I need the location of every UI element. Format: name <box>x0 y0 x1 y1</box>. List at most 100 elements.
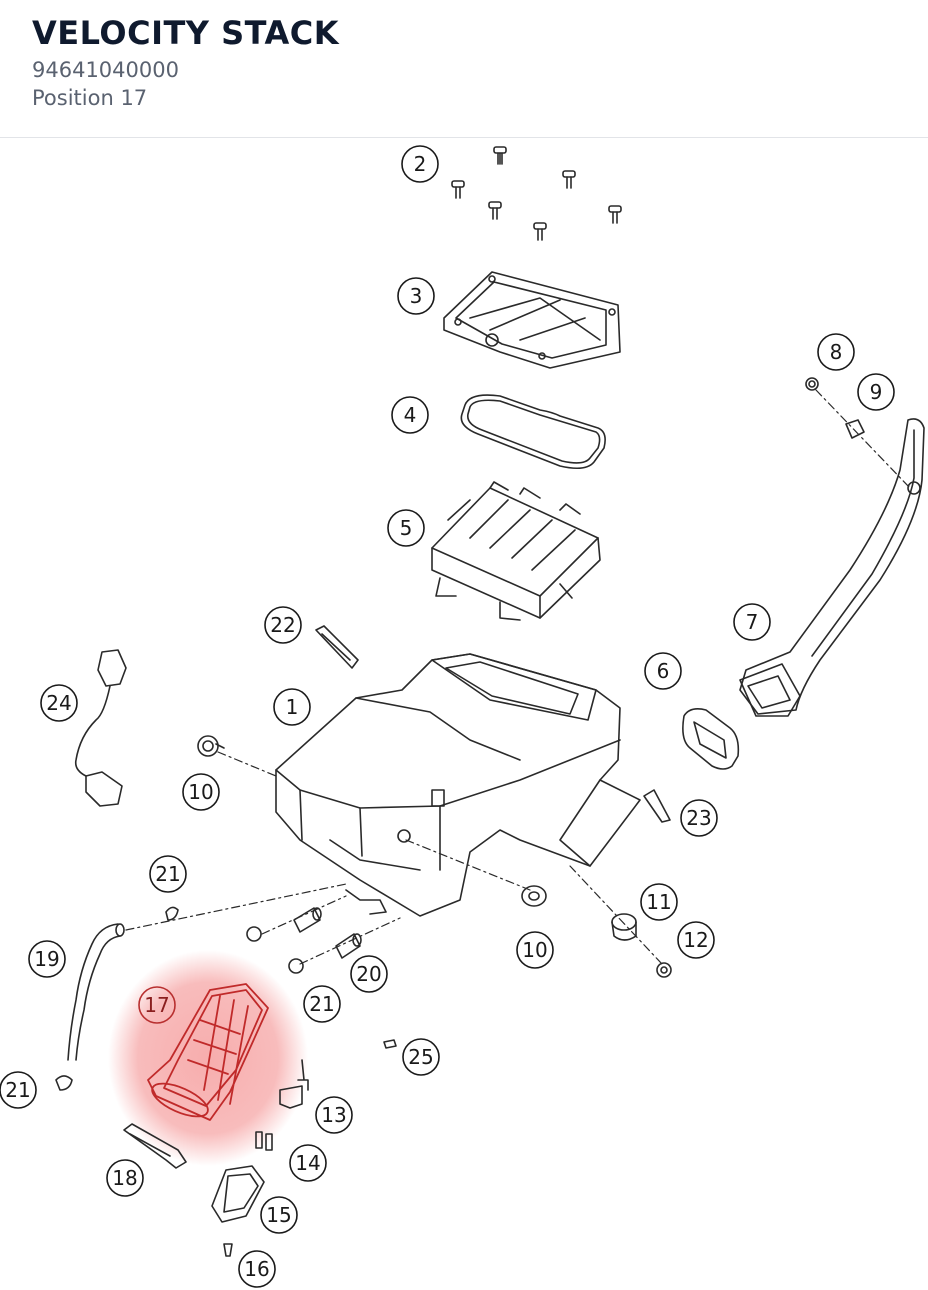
callout-circle <box>260 1196 298 1234</box>
callout-washer[interactable]: 12 <box>677 921 715 959</box>
callout-label: 18 <box>112 1166 137 1190</box>
callout-circle <box>350 955 388 993</box>
callout-circle <box>640 883 678 921</box>
callout-circle <box>817 333 855 371</box>
callout-breather-hose[interactable]: 19 <box>28 940 66 978</box>
callout-cover-15[interactable]: 15 <box>260 1196 298 1234</box>
callout-label: 6 <box>657 659 670 683</box>
callout-circle <box>401 145 439 183</box>
callout-velocity-stack[interactable]: 17 <box>138 986 176 1024</box>
callout-grommet-right[interactable]: 10 <box>516 931 554 969</box>
hose-clamp-upper-drawing <box>165 906 179 921</box>
callout-label: 21 <box>155 862 180 886</box>
callout-label: 15 <box>266 1203 291 1227</box>
callout-circle <box>289 1144 327 1182</box>
intake-snorkel-drawing <box>739 418 925 717</box>
callout-small-clip[interactable]: 25 <box>402 1038 440 1076</box>
clip-23-drawing <box>643 789 671 823</box>
callout-label: 10 <box>188 780 213 804</box>
rubber-buffer-drawing <box>611 913 637 941</box>
callout-cable-tie[interactable]: 18 <box>106 1159 144 1197</box>
hose-clamp-middle-drawing <box>246 926 304 974</box>
callout-circle <box>182 773 220 811</box>
screw-set-drawing <box>451 146 622 241</box>
callout-label: 19 <box>34 947 59 971</box>
clip-9-drawing <box>845 419 865 439</box>
callout-label: 12 <box>683 928 708 952</box>
part-number: 94641040000 <box>32 58 179 82</box>
callout-sensor[interactable]: 13 <box>315 1096 353 1134</box>
spacer-drawing <box>293 907 362 959</box>
callout-label: 10 <box>522 938 547 962</box>
callout-label: 1 <box>286 695 299 719</box>
part-header: VELOCITY STACK 94641040000 Position 17 <box>0 0 928 138</box>
cable-tie-drawing <box>123 1123 187 1169</box>
callout-intake-snorkel[interactable]: 7 <box>733 603 771 641</box>
callout-screws-14[interactable]: 14 <box>289 1144 327 1182</box>
callout-circle <box>397 277 435 315</box>
callout-circle <box>0 1071 37 1109</box>
callout-screw-set[interactable]: 2 <box>401 145 439 183</box>
cover-seal-drawing <box>460 394 606 470</box>
callout-spacer[interactable]: 20 <box>350 955 388 993</box>
screws-14-drawing <box>255 1131 273 1151</box>
cover-15-drawing <box>211 1165 265 1223</box>
callout-label: 14 <box>295 1151 320 1175</box>
velocity-stack-drawing <box>147 983 269 1121</box>
callout-circle <box>273 688 311 726</box>
callout-air-filter-element[interactable]: 5 <box>387 509 425 547</box>
callout-circle <box>644 652 682 690</box>
callout-airbox[interactable]: 1 <box>273 688 311 726</box>
callout-circle <box>391 396 429 434</box>
callout-label: 11 <box>646 890 671 914</box>
grommet-8-drawing <box>805 377 819 391</box>
sensor-cable-drawing <box>74 649 127 807</box>
callout-label: 23 <box>686 806 711 830</box>
callout-cover-seal[interactable]: 4 <box>391 396 429 434</box>
callout-label: 2 <box>414 152 427 176</box>
callout-clip-23[interactable]: 23 <box>680 799 718 837</box>
callout-hose-clamp-upper[interactable]: 21 <box>149 855 187 893</box>
air-filter-element-drawing <box>431 481 601 621</box>
part-title: VELOCITY STACK <box>32 14 340 52</box>
callout-circle <box>238 1250 276 1288</box>
air-filter-cover-drawing <box>443 271 621 369</box>
callout-circle <box>138 986 176 1024</box>
callout-circle <box>733 603 771 641</box>
callout-hose-clamp-middle[interactable]: 21 <box>303 985 341 1023</box>
callout-circle <box>857 373 895 411</box>
callout-label: 4 <box>404 403 417 427</box>
callout-label: 17 <box>144 993 169 1017</box>
callout-circle <box>677 921 715 959</box>
callout-label: 3 <box>410 284 423 308</box>
callout-clip-22[interactable]: 22 <box>264 606 302 644</box>
callout-circle <box>680 799 718 837</box>
exploded-parts-diagram: 2345897622124102321111210192017212521131… <box>0 145 925 1288</box>
callout-label: 5 <box>400 516 413 540</box>
callout-grommet-left[interactable]: 10 <box>182 773 220 811</box>
callout-circle <box>28 940 66 978</box>
screw-16-drawing <box>223 1243 233 1257</box>
callout-circle <box>149 855 187 893</box>
part-position: Position 17 <box>32 86 148 110</box>
callout-label: 9 <box>870 380 883 404</box>
callout-label: 24 <box>46 691 71 715</box>
callout-rubber-grommet[interactable]: 8 <box>817 333 855 371</box>
callout-label: 20 <box>356 962 381 986</box>
callout-rubber-buffer[interactable]: 11 <box>640 883 678 921</box>
callout-circle <box>303 985 341 1023</box>
callout-sensor-cable[interactable]: 24 <box>40 684 78 722</box>
callout-air-filter-cover[interactable]: 3 <box>397 277 435 315</box>
callout-clip[interactable]: 9 <box>857 373 895 411</box>
snorkel-seal-drawing <box>682 708 740 770</box>
callout-hose-clamp-lower[interactable]: 21 <box>0 1071 37 1109</box>
highlight-glow <box>108 950 308 1166</box>
callout-label: 13 <box>321 1103 346 1127</box>
callout-label: 7 <box>746 610 759 634</box>
callout-screw-16[interactable]: 16 <box>238 1250 276 1288</box>
callout-snorkel-seal[interactable]: 6 <box>644 652 682 690</box>
callout-circle <box>402 1038 440 1076</box>
clip-22-drawing <box>315 625 359 669</box>
sensor-drawing <box>279 1059 309 1109</box>
